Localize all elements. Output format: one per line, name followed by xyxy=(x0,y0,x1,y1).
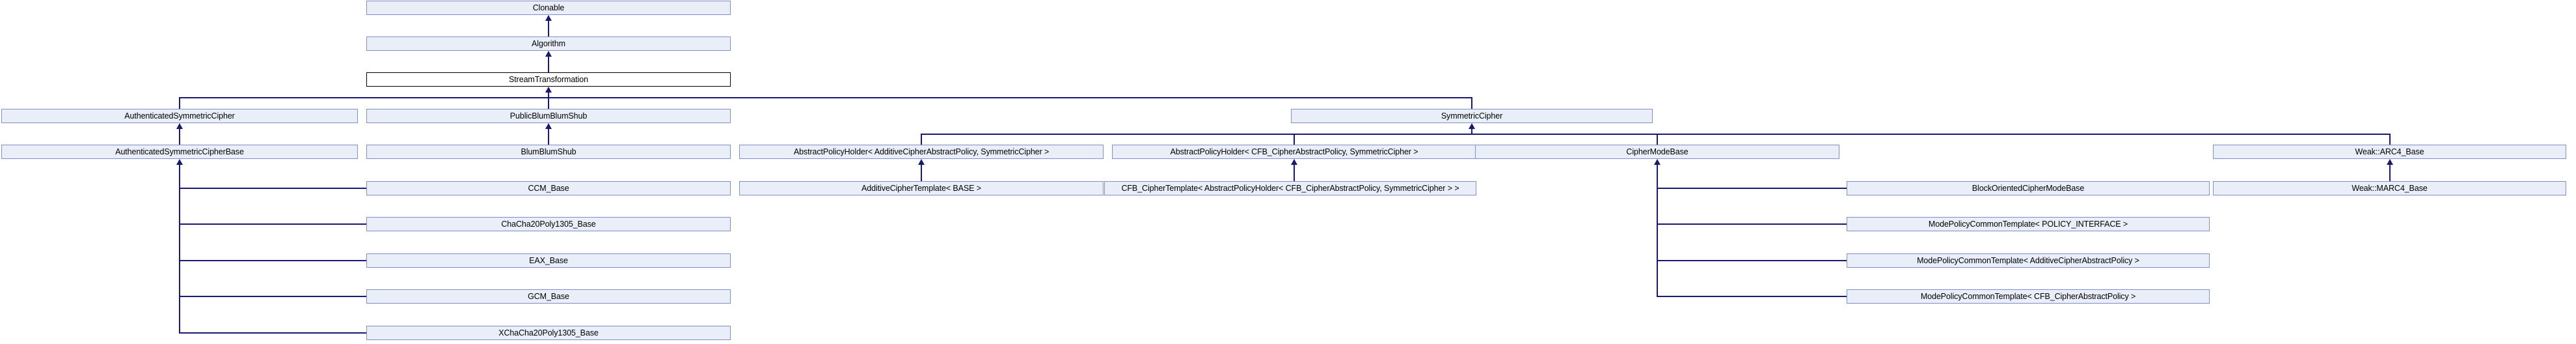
class-node-mpct-cfb[interactable]: ModePolicyCommonTemplate< CFB_CipherAbst… xyxy=(1847,289,2210,304)
class-node-label: ModePolicyCommonTemplate< CFB_CipherAbst… xyxy=(1920,292,2136,301)
class-node-eax-base[interactable]: EAX_Base xyxy=(366,253,731,268)
class-node-additive-cipher-template[interactable]: AdditiveCipherTemplate< BASE > xyxy=(739,181,1104,195)
class-node-label: CFB_CipherTemplate< AbstractPolicyHolder… xyxy=(1121,184,1459,193)
class-node-label: ModePolicyCommonTemplate< AdditiveCipher… xyxy=(1917,256,2139,265)
class-node-label: EAX_Base xyxy=(529,256,568,265)
class-node-label: AuthenticatedSymmetricCipher xyxy=(124,111,235,121)
class-node-public-blum-blum-shub[interactable]: PublicBlumBlumShub xyxy=(366,109,731,123)
class-node-label: StreamTransformation xyxy=(509,75,588,84)
class-node-authenticated-symmetric-cipher[interactable]: AuthenticatedSymmetricCipher xyxy=(1,109,358,123)
class-node-aph-cfb[interactable]: AbstractPolicyHolder< CFB_CipherAbstract… xyxy=(1112,145,1476,159)
class-node-label: Weak::MARC4_Base xyxy=(2352,184,2428,193)
class-node-gcm-base[interactable]: GCM_Base xyxy=(366,289,731,304)
class-node-label: PublicBlumBlumShub xyxy=(509,111,588,121)
class-node-blum-blum-shub[interactable]: BlumBlumShub xyxy=(366,145,731,159)
class-node-chacha20poly1305-base[interactable]: ChaCha20Poly1305_Base xyxy=(366,217,731,231)
class-node-label: ChaCha20Poly1305_Base xyxy=(501,220,596,229)
class-node-label: AdditiveCipherTemplate< BASE > xyxy=(861,184,981,193)
class-node-label: XChaCha20Poly1305_Base xyxy=(498,328,599,337)
class-node-label: AbstractPolicyHolder< AdditiveCipherAbst… xyxy=(793,147,1050,156)
class-node-stream-transformation: StreamTransformation xyxy=(366,72,731,87)
class-node-authenticated-symmetric-cipher-base[interactable]: AuthenticatedSymmetricCipherBase xyxy=(1,145,358,159)
class-node-mpct-additive[interactable]: ModePolicyCommonTemplate< AdditiveCipher… xyxy=(1847,253,2210,268)
class-node-block-oriented-cipher-mode-base[interactable]: BlockOrientedCipherModeBase xyxy=(1847,181,2210,195)
class-node-aph-additive[interactable]: AbstractPolicyHolder< AdditiveCipherAbst… xyxy=(739,145,1104,159)
class-node-label: AbstractPolicyHolder< CFB_CipherAbstract… xyxy=(1170,147,1418,156)
class-node-label: BlockOrientedCipherModeBase xyxy=(1972,184,2085,193)
class-node-ccm-base[interactable]: CCM_Base xyxy=(366,181,731,195)
class-node-label: BlumBlumShub xyxy=(521,147,576,156)
class-node-label: Weak::ARC4_Base xyxy=(2355,147,2424,156)
class-node-label: CipherModeBase xyxy=(1626,147,1688,156)
class-node-algorithm[interactable]: Algorithm xyxy=(366,36,731,51)
class-node-label: SymmetricCipher xyxy=(1441,111,1503,121)
class-node-clonable[interactable]: Clonable xyxy=(366,1,731,15)
class-node-cipher-mode-base[interactable]: CipherModeBase xyxy=(1475,145,1839,159)
class-node-label: CCM_Base xyxy=(528,184,569,193)
class-node-label: GCM_Base xyxy=(528,292,569,301)
class-node-xchacha20poly1305-base[interactable]: XChaCha20Poly1305_Base xyxy=(366,326,731,340)
class-node-weak-arc4-base[interactable]: Weak::ARC4_Base xyxy=(2213,145,2566,159)
class-node-weak-marc4-base[interactable]: Weak::MARC4_Base xyxy=(2213,181,2566,195)
class-node-cfb-cipher-template[interactable]: CFB_CipherTemplate< AbstractPolicyHolder… xyxy=(1104,181,1476,195)
class-node-mpct-policy-interface[interactable]: ModePolicyCommonTemplate< POLICY_INTERFA… xyxy=(1847,217,2210,231)
class-node-label: Algorithm xyxy=(532,39,565,48)
class-node-symmetric-cipher[interactable]: SymmetricCipher xyxy=(1291,109,1653,123)
class-node-label: ModePolicyCommonTemplate< POLICY_INTERFA… xyxy=(1928,220,2128,229)
class-node-label: AuthenticatedSymmetricCipherBase xyxy=(115,147,244,156)
class-node-label: Clonable xyxy=(532,3,565,12)
